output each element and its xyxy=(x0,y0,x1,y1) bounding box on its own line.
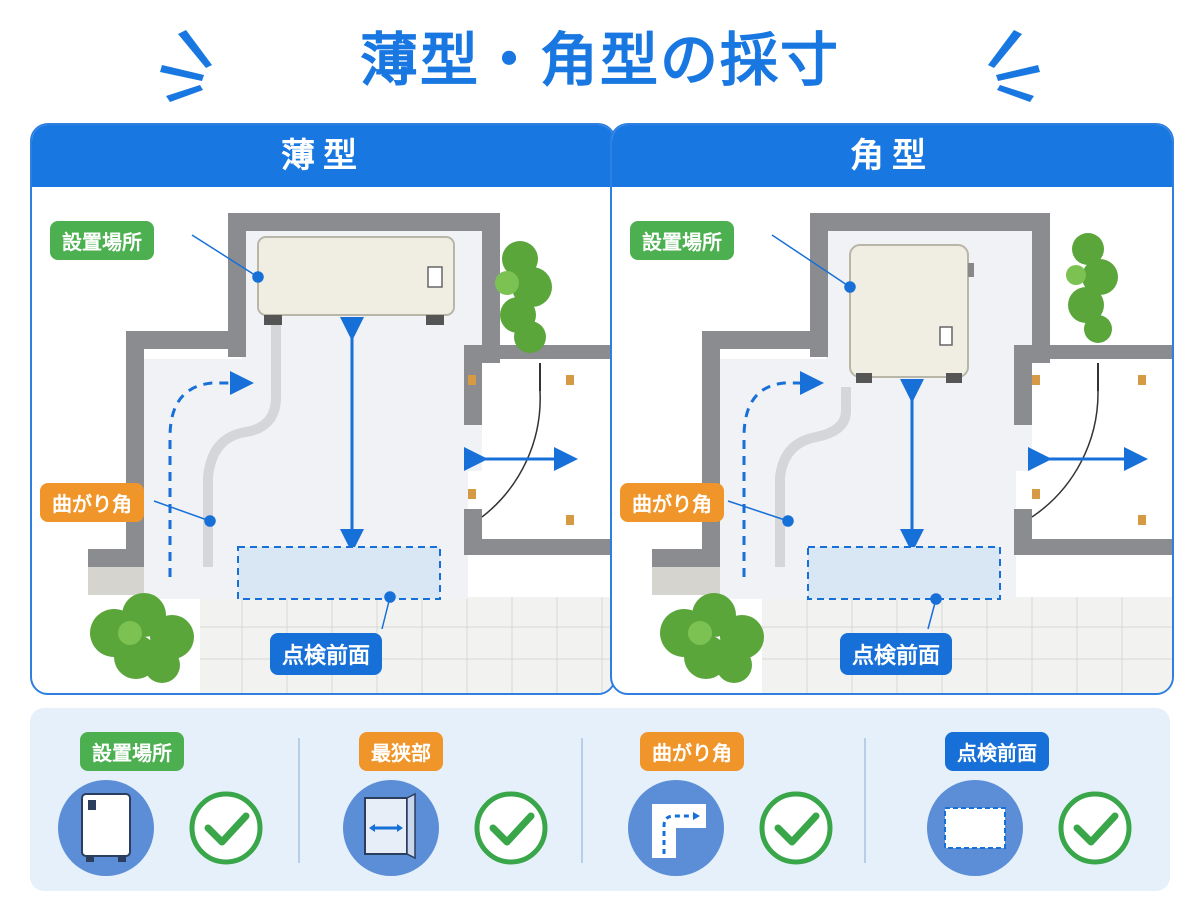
checklist-label: 最狭部 xyxy=(359,732,443,771)
checklist-item-graphics xyxy=(628,780,833,876)
checklist-item-graphics xyxy=(58,780,263,876)
page-title: 薄型・角型の採寸 xyxy=(359,26,840,94)
checklist-bar: 設置場所 最狭部 xyxy=(30,708,1170,891)
pavement xyxy=(200,597,614,693)
checklist-item-corner: 曲がり角 xyxy=(600,708,883,891)
check-icon xyxy=(189,791,263,865)
divider xyxy=(298,738,300,863)
route-path xyxy=(168,371,254,577)
panel-square-type: 角型 xyxy=(610,123,1174,695)
label-corner: 曲がり角 xyxy=(620,483,724,522)
water-heater-icon xyxy=(58,780,154,876)
inspection-area-icon xyxy=(927,780,1023,876)
pipe xyxy=(775,387,851,567)
checklist-item-inspection: 点検前面 xyxy=(885,708,1168,891)
water-heater-thin-icon xyxy=(257,236,455,325)
bush-top-right-icon xyxy=(1066,233,1118,343)
emphasis-right-icon xyxy=(988,30,1040,102)
checklist-label: 曲がり角 xyxy=(640,732,744,771)
passage-floor xyxy=(144,231,484,599)
checklist-item-graphics xyxy=(927,780,1132,876)
label-corner: 曲がり角 xyxy=(40,483,144,522)
corner-path-icon xyxy=(628,780,724,876)
label-inspection: 点検前面 xyxy=(270,633,383,675)
leader-lines xyxy=(153,234,396,630)
panel-thin-type: 薄型 xyxy=(30,123,616,695)
floor-plan-thin: 設置場所 曲がり角 点検前面 xyxy=(32,187,614,693)
panel-header-square: 角型 xyxy=(612,125,1172,187)
checklist-label: 設置場所 xyxy=(80,732,184,771)
floor-plan-drawing xyxy=(88,213,614,693)
door-width-icon xyxy=(343,780,439,876)
divider xyxy=(864,738,866,863)
inspection-zone xyxy=(807,546,1001,600)
label-location: 設置場所 xyxy=(630,221,734,260)
door-opening xyxy=(1032,363,1172,539)
label-location: 設置場所 xyxy=(50,221,154,260)
inspection-zone xyxy=(237,546,441,600)
pavement xyxy=(762,597,1172,693)
panel-header-thin: 薄型 xyxy=(32,125,614,187)
leader-lines xyxy=(727,234,942,630)
check-icon xyxy=(474,791,548,865)
checklist-item-location: 設置場所 xyxy=(30,708,313,891)
water-heater-square-icon xyxy=(849,244,974,383)
route-path xyxy=(742,371,824,577)
check-icon xyxy=(759,791,833,865)
door-opening xyxy=(482,363,614,539)
floor-plan-drawing xyxy=(652,213,1172,693)
bush-top-right-icon xyxy=(495,241,552,353)
emphasis-marks xyxy=(160,30,1040,102)
bush-bottom-left-icon xyxy=(90,593,194,683)
bush-bottom-left-icon xyxy=(660,593,764,683)
label-inspection: 点検前面 xyxy=(840,633,953,675)
divider xyxy=(581,738,583,863)
pipe xyxy=(203,317,281,567)
checklist-item-graphics xyxy=(343,780,548,876)
check-icon xyxy=(1058,791,1132,865)
checklist-item-narrowest: 最狭部 xyxy=(315,708,598,891)
emphasis-left-icon xyxy=(160,30,212,102)
floor-plan-square: 設置場所 曲がり角 点検前面 xyxy=(612,187,1172,693)
title-banner: 薄型・角型の採寸 xyxy=(0,10,1200,110)
checklist-label: 点検前面 xyxy=(945,732,1049,771)
